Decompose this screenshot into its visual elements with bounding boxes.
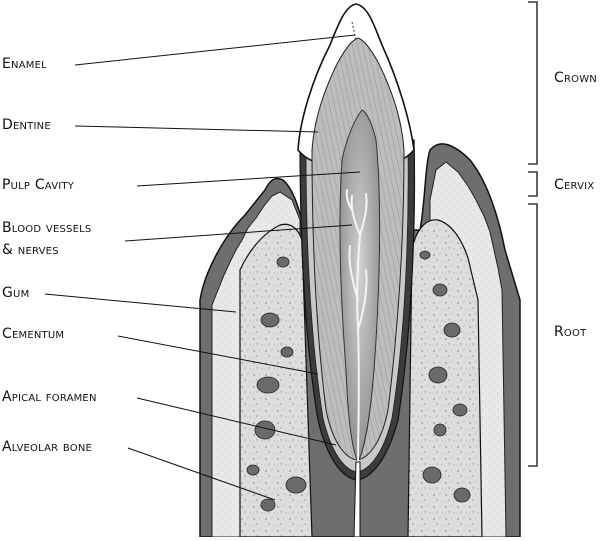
label-apical-foramen: Apical foramen: [2, 389, 97, 405]
bracket-crown: [528, 1, 538, 165]
enamel-tip-dash: [351, 21, 357, 41]
marrow-spaces: [246, 250, 471, 512]
label-root: Root: [554, 324, 587, 340]
label-enamel: Enamel: [2, 56, 47, 72]
region-brackets: [528, 1, 538, 467]
pulp-cavity: [339, 109, 381, 464]
bracket-cervix: [528, 171, 538, 197]
leader-apical-foramen: [136, 397, 337, 446]
bracket-root: [528, 203, 538, 467]
label-crown: Crown: [554, 70, 597, 86]
leader-enamel: [74, 34, 356, 66]
leader-blood-vessels: [124, 224, 353, 242]
blood-vessels-nerves: [345, 189, 368, 471]
leader-cementum: [117, 335, 319, 375]
label-dentine: Dentine: [2, 117, 51, 133]
label-pulp-cavity: Pulp Cavity: [2, 177, 74, 193]
label-gum: Gum: [2, 285, 30, 301]
label-blood-vessels-line2: & nerves: [2, 242, 59, 258]
leader-gum: [44, 293, 237, 313]
leader-pulp-cavity: [136, 171, 361, 187]
leader-lines: [44, 34, 361, 501]
leader-dentine: [74, 125, 319, 133]
label-cementum: Cementum: [2, 326, 65, 342]
leader-alveolar-bone: [127, 447, 276, 501]
label-alveolar-bone: Alveolar bone: [2, 439, 93, 455]
label-blood-vessels-line1: Blood vessels: [2, 220, 92, 236]
label-cervix: Cervix: [554, 177, 595, 193]
